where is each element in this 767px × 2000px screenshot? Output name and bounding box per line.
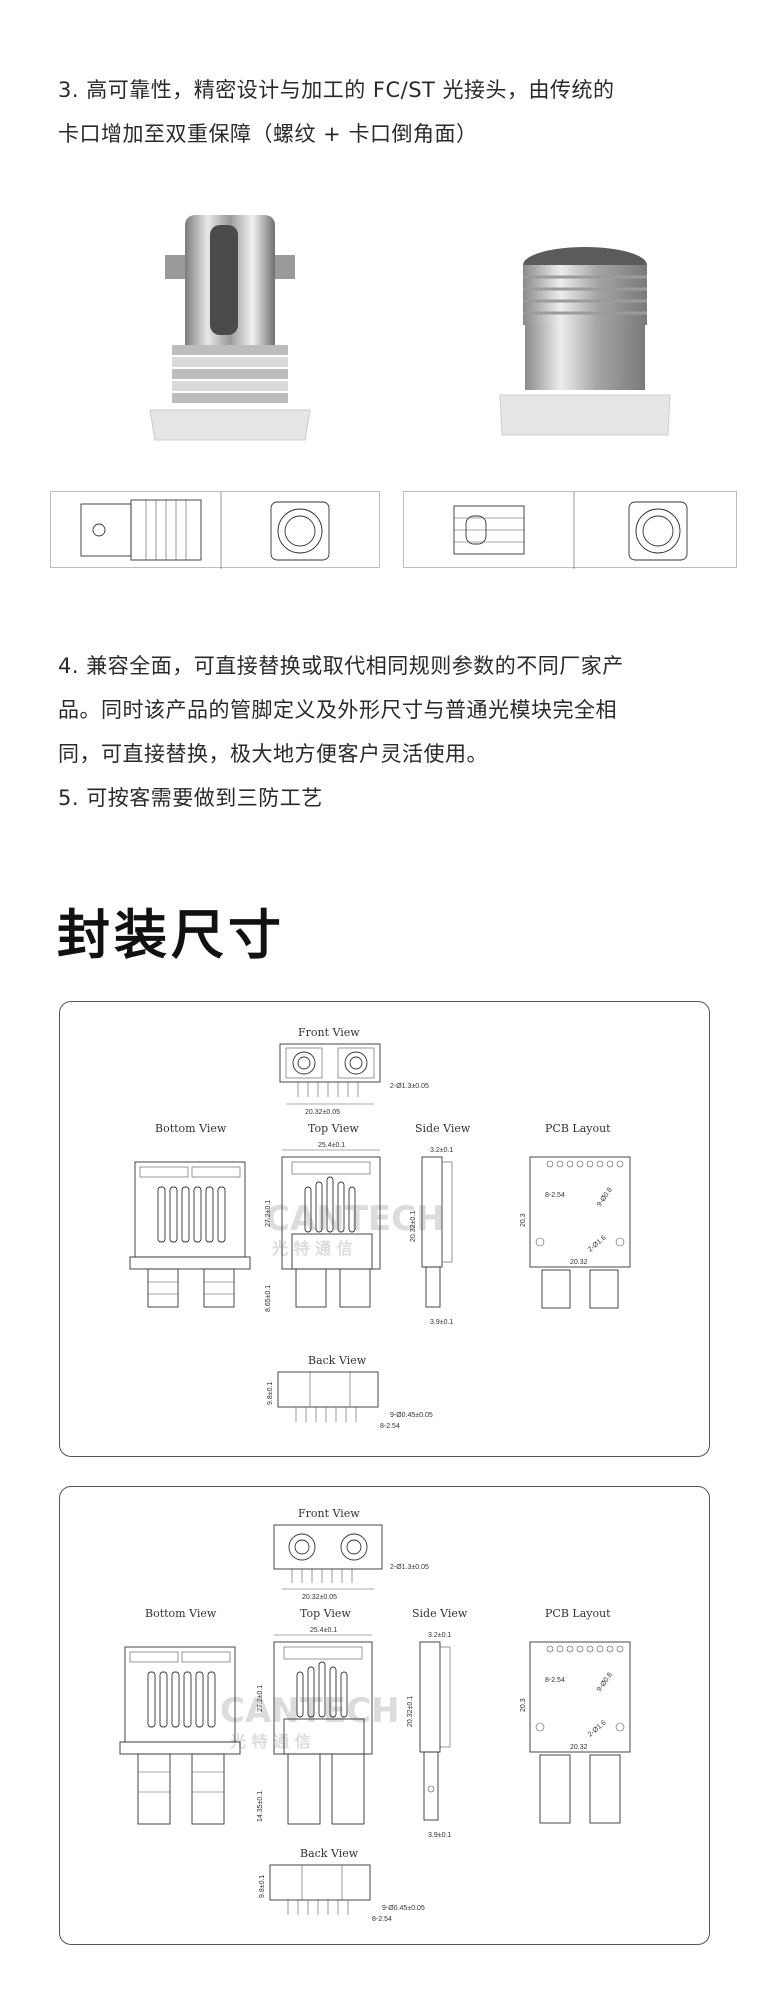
pcb-layout-label: PCB Layout: [545, 1122, 611, 1135]
pcb-height-dim: 20.3: [520, 1213, 527, 1227]
pcb-height-dim: 20.3: [520, 1698, 527, 1712]
spec-drawing-1: CANTECH 光 特 通 信 Front View 2-Ø1.3±0.05 2…: [129, 1026, 631, 1430]
feature-item-3-line-1: 3. 高可靠性，精密设计与加工的 FC/ST 光接头，由传统的: [58, 78, 615, 102]
side-view-label: Side View: [415, 1122, 471, 1135]
side-top-dim: 3.2±0.1: [430, 1147, 453, 1154]
front-width-dim: 20.32±0.05: [302, 1594, 337, 1601]
front-hole-dim: 2-Ø1.3±0.05: [390, 1564, 429, 1571]
back-pins-dim: 9-Ø0.45±0.05: [390, 1412, 433, 1419]
pcb-layout-label: PCB Layout: [545, 1607, 611, 1620]
st-connector-photo: [149, 215, 311, 441]
feature-item-4: 4. 兼容全面，可直接替换或取代相同规则参数的不同厂家产 品。同时该产品的管脚定…: [58, 644, 718, 776]
back-view-label: Back View: [308, 1354, 367, 1367]
spec-drawing-2: CANTECH 光 特 通 信 Front View 2-Ø1.3±0.05 2…: [119, 1507, 631, 1923]
feature-item-3-line-2: 卡口增加至双重保障（螺纹 + 卡口倒角面）: [58, 122, 478, 146]
back-view-label: Back View: [300, 1847, 359, 1860]
back-pitch-dim: 8-2.54: [380, 1423, 400, 1430]
front-hole-dim: 2-Ø1.3±0.05: [390, 1083, 429, 1090]
front-view-label: Front View: [298, 1507, 360, 1520]
watermark-en: CANTECH: [220, 1691, 400, 1731]
pcb-holes-dim: 9-Ø0.8: [596, 1672, 614, 1694]
st-connector-drawing: [50, 491, 380, 569]
spec-drawing-card-2: CANTECH 光 特 通 信 Front View 2-Ø1.3±0.05 2…: [59, 1486, 710, 1945]
top-height-dim: 27.2±0.1: [265, 1200, 272, 1227]
back-height-dim: 9.8±0.1: [267, 1382, 274, 1405]
front-view-label: Front View: [298, 1026, 360, 1039]
top-lower-dim: 8.65±0.1: [265, 1285, 272, 1312]
pcb-width-dim: 20.32: [570, 1744, 588, 1751]
top-view-label: Top View: [300, 1607, 351, 1620]
side-bottom-dim: 3.9±0.1: [430, 1319, 453, 1326]
feature-item-5: 5. 可按客需要做到三防工艺: [58, 786, 323, 810]
fc-connector-drawing: [403, 491, 737, 569]
back-pins-dim: 9-Ø0.45±0.05: [382, 1905, 425, 1912]
feature-item-4-line-2: 品。同时该产品的管脚定义及外形尺寸与普通光模块完全相: [58, 698, 617, 722]
side-view-label: Side View: [412, 1607, 468, 1620]
feature-item-4-line-1: 4. 兼容全面，可直接替换或取代相同规则参数的不同厂家产: [58, 654, 624, 678]
front-width-dim: 20.32±0.05: [305, 1109, 340, 1116]
back-pitch-dim: 8-2.54: [372, 1916, 392, 1923]
bottom-view-label: Bottom View: [155, 1122, 227, 1135]
spec-drawing-card-1: CANTECH 光 特 通 信 Front View 2-Ø1.3±0.05 2…: [59, 1001, 710, 1457]
top-height-dim: 27.2±0.1: [257, 1685, 264, 1712]
side-bottom-dim: 3.9±0.1: [428, 1832, 451, 1839]
top-width-dim: 25.4±0.1: [318, 1142, 345, 1149]
side-height-dim: 20.32±0.1: [410, 1211, 417, 1242]
side-top-dim: 3.2±0.1: [428, 1632, 451, 1639]
pcb-width-dim: 20.32: [570, 1259, 588, 1266]
pcb-holes-dim: 9-Ø0.8: [596, 1187, 614, 1209]
bottom-view-label: Bottom View: [145, 1607, 217, 1620]
pcb-pitch-dim: 8-2.54: [545, 1677, 565, 1684]
watermark-cn: 光 特 通 信: [229, 1732, 311, 1751]
top-lower-dim: 14.35±0.1: [257, 1791, 264, 1822]
pcb-mount-dim: 2-Ø1.6: [587, 1719, 608, 1738]
section-title: 封装尺寸: [57, 905, 285, 966]
top-width-dim: 25.4±0.1: [310, 1627, 337, 1634]
side-height-dim: 20.32±0.1: [407, 1696, 414, 1727]
fc-connector-photo: [499, 247, 671, 436]
pcb-mount-dim: 2-Ø1.6: [587, 1234, 608, 1253]
pcb-pitch-dim: 8-2.54: [545, 1192, 565, 1199]
watermark-cn: 光 特 通 信: [271, 1239, 353, 1258]
feature-item-4-line-3: 同，可直接替换，极大地方便客户灵活使用。: [58, 742, 488, 766]
feature-item-3: 3. 高可靠性，精密设计与加工的 FC/ST 光接头，由传统的 卡口增加至双重保…: [58, 68, 718, 156]
top-view-label: Top View: [308, 1122, 359, 1135]
back-height-dim: 9.8±0.1: [259, 1875, 266, 1898]
